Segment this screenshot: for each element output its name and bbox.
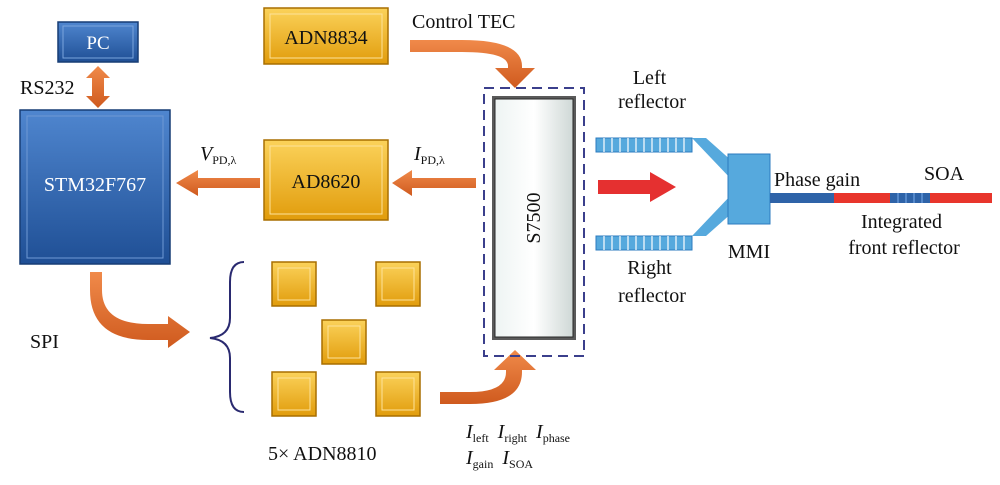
tec-driver-box: ADN8834 bbox=[263, 7, 389, 65]
currents-arrow bbox=[440, 350, 536, 404]
current-source-chip bbox=[375, 261, 421, 307]
vpd-arrow bbox=[176, 170, 260, 196]
current-sources-label: 5× ADN8810 bbox=[268, 443, 377, 465]
phase-gain-label: Phase gain bbox=[774, 169, 860, 191]
left-reflector-label: Left reflector bbox=[618, 67, 686, 113]
current-sources-brace bbox=[209, 261, 245, 413]
current-source-chip bbox=[271, 261, 317, 307]
front-reflector-label: Integrated front reflector bbox=[848, 211, 960, 259]
rs232-link-arrow bbox=[86, 66, 110, 108]
tia-label: AD8620 bbox=[292, 171, 361, 193]
light-direction-arrow bbox=[598, 172, 676, 202]
tia-box: AD8620 bbox=[263, 139, 389, 221]
right-reflector-grating bbox=[595, 194, 742, 251]
right-reflector-label: Right reflector bbox=[618, 257, 686, 307]
vpd-label: VPD,λ bbox=[200, 143, 237, 167]
ipd-arrow bbox=[392, 170, 476, 196]
pc-box: PC bbox=[57, 21, 139, 63]
mcu-label: STM32F767 bbox=[44, 174, 146, 196]
rs232-label: RS232 bbox=[20, 77, 74, 99]
mcu-box: STM32F767 bbox=[19, 109, 171, 265]
spi-label: SPI bbox=[30, 331, 59, 353]
control-tec-label: Control TEC bbox=[412, 11, 516, 33]
spi-arrow bbox=[90, 272, 190, 348]
control-tec-arrow bbox=[410, 40, 535, 88]
soa-label: SOA bbox=[924, 163, 965, 185]
current-source-chip bbox=[321, 319, 367, 365]
chip-s7500: S7500 bbox=[492, 96, 576, 340]
mmi-block bbox=[727, 153, 771, 225]
left-reflector-grating bbox=[595, 137, 742, 180]
mmi-label: MMI bbox=[728, 241, 770, 263]
chip-label: S7500 bbox=[523, 192, 545, 243]
output-waveguide bbox=[770, 193, 992, 203]
current-source-chip bbox=[375, 371, 421, 417]
currents-row-1: Ileft Iright Iphase bbox=[465, 421, 570, 447]
currents-row-2: Igain ISOA bbox=[465, 447, 533, 473]
pc-label: PC bbox=[86, 33, 109, 54]
current-source-chip bbox=[271, 371, 317, 417]
ipd-label: IPD,λ bbox=[413, 143, 445, 167]
tec-driver-label: ADN8834 bbox=[284, 27, 367, 49]
chip-enclosure bbox=[483, 87, 585, 357]
